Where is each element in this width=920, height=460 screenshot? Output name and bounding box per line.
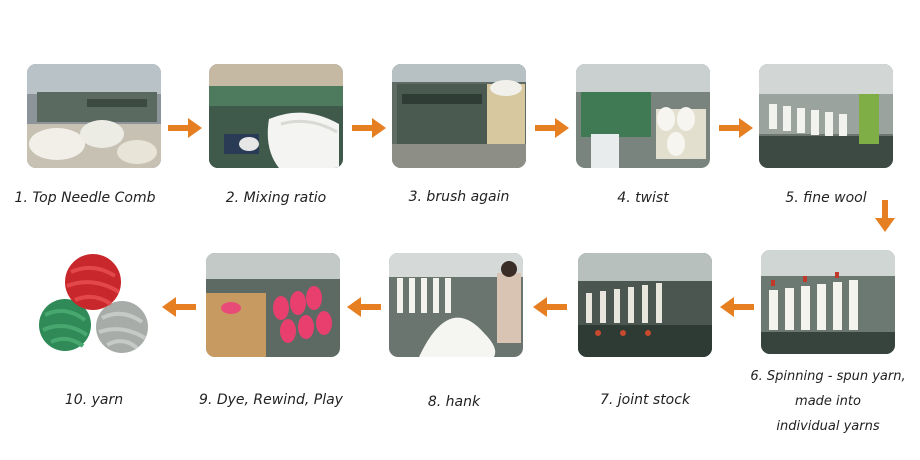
- step-9-label: 9. Dye, Rewind, Play: [199, 392, 343, 408]
- arrow-right-icon: [535, 118, 569, 138]
- step-5-label: 5. fine wool: [785, 190, 867, 206]
- arrow-left-icon: [162, 297, 196, 317]
- step-8-photo: [389, 253, 523, 357]
- step-6-label-line-2: made into: [795, 394, 861, 409]
- arrow-down-icon: [875, 200, 895, 232]
- step-3-photo: [392, 64, 526, 168]
- spinning-photo: [761, 250, 895, 354]
- step-4-photo: [576, 64, 710, 168]
- step-10-label: 10. yarn: [64, 392, 124, 408]
- step-7-label: 7. joint stock: [599, 392, 691, 408]
- step-1-label: 1. Top Needle Comb: [14, 190, 156, 206]
- hank-photo: [389, 253, 523, 357]
- step-6-label: 6. Spinning - spun yarn, made into indiv…: [738, 364, 918, 439]
- arrow-left-icon: [720, 297, 754, 317]
- dye-rewind-photo: [206, 253, 340, 357]
- joint-stock-photo: [578, 253, 712, 357]
- arrow-left-icon: [347, 297, 381, 317]
- mixing-ratio-photo: [209, 64, 343, 168]
- step-2-label: 2. Mixing ratio: [225, 190, 327, 206]
- arrow-left-icon: [533, 297, 567, 317]
- step-7-photo: [578, 253, 712, 357]
- arrow-right-icon: [719, 118, 753, 138]
- step-9-photo: [206, 253, 340, 357]
- arrow-right-icon: [168, 118, 202, 138]
- step-10-photo: [27, 250, 161, 354]
- step-3-label: 3. brush again: [408, 189, 510, 205]
- yarn-balls-photo: [27, 250, 161, 354]
- step-5-photo: [759, 64, 893, 168]
- step-6-label-line-3: individual yarns: [776, 419, 880, 434]
- step-8-label: 8. hank: [427, 394, 481, 410]
- step-1-photo: [27, 64, 161, 168]
- step-4-label: 4. twist: [617, 190, 669, 206]
- step-6-label-line-1: 6. Spinning - spun yarn,: [750, 369, 906, 384]
- step-6-photo: [761, 250, 895, 354]
- top-needle-comb-photo: [27, 64, 161, 168]
- step-2-photo: [209, 64, 343, 168]
- brush-again-photo: [392, 64, 526, 168]
- arrow-right-icon: [352, 118, 386, 138]
- fine-wool-photo: [759, 64, 893, 168]
- twist-photo: [576, 64, 710, 168]
